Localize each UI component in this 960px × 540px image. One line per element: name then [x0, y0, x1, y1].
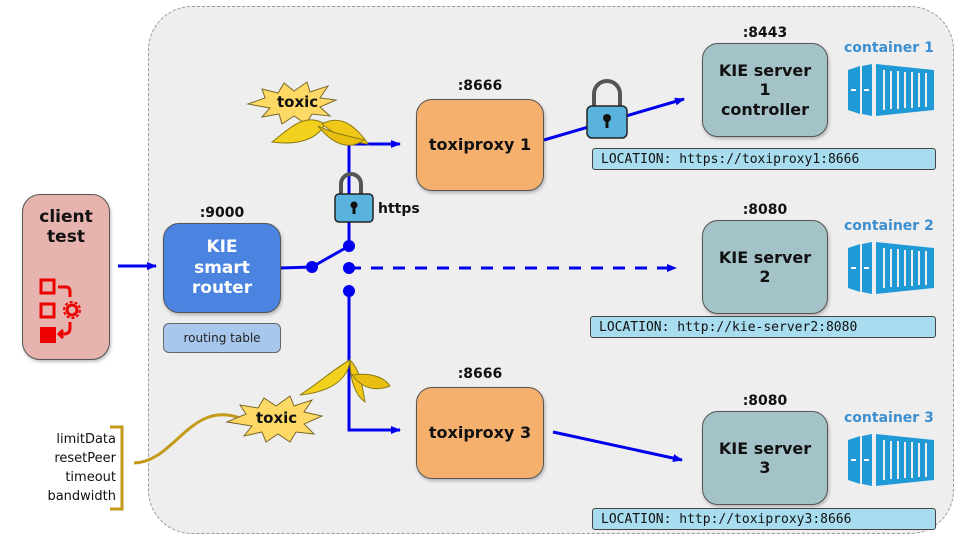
- container-1-label: container 1: [844, 40, 934, 56]
- router-port: :9000: [199, 205, 245, 221]
- toxiproxy-3-port: :8666: [457, 366, 503, 382]
- location-server-3: LOCATION: http://toxiproxy3:8666: [592, 508, 936, 530]
- client-test-node[interactable]: client test: [22, 194, 110, 360]
- path-to-toxiproxy-3: [347, 291, 401, 434]
- router-label-line1: KIE: [206, 237, 238, 258]
- banana-peel-icon-2: [299, 358, 391, 404]
- container-3-label: container 3: [844, 410, 934, 426]
- https-label: https: [378, 201, 420, 217]
- kie-server-3-node[interactable]: KIE server 3: [702, 411, 828, 505]
- router-label-line2: smart: [194, 257, 250, 278]
- kie-server-1-label-line3: controller: [720, 99, 810, 119]
- kie-server-3-label-line2: 3: [759, 458, 771, 477]
- kie-server-1-label-line2: 1: [759, 80, 771, 100]
- kie-server-1-label-line1: KIE server: [718, 61, 812, 81]
- padlock-icon-server1: [586, 79, 628, 139]
- kie-server-1-node[interactable]: KIE server 1 controller: [702, 43, 828, 137]
- kie-server-2-label-line1: KIE server: [718, 247, 812, 267]
- kie-server-2-port: :8080: [742, 202, 788, 218]
- kie-server-3-label-line1: KIE server: [718, 438, 812, 458]
- container-2-label: container 2: [844, 218, 934, 234]
- router-label-line3: router: [191, 278, 253, 299]
- toxiproxy-1-node[interactable]: toxiproxy 1: [416, 99, 544, 191]
- toxiproxy-3-node[interactable]: toxiproxy 3: [416, 387, 544, 479]
- padlock-icon-https: [334, 172, 374, 223]
- toxic-type-item: timeout: [65, 470, 116, 485]
- kie-server-2-label-line2: 2: [759, 267, 771, 286]
- switch-node: [306, 261, 318, 273]
- toxiproxy-1-port: :8666: [457, 78, 503, 94]
- toxics-connector: [133, 413, 241, 465]
- toxic-label-1: toxic: [277, 93, 319, 111]
- client-label-line1: client: [39, 207, 93, 227]
- toxics-bracket: [110, 425, 124, 511]
- toxic-type-item: resetPeer: [54, 451, 116, 466]
- toxiproxy-1-label: toxiproxy 1: [428, 135, 532, 155]
- kie-smart-router-node[interactable]: KIE smart router: [163, 223, 281, 313]
- toxic-burst-2: [225, 395, 324, 443]
- kie-server-1-port: :8443: [742, 25, 788, 41]
- switch-lever: [311, 244, 350, 269]
- location-server-2: LOCATION: http://kie-server2:8080: [590, 316, 936, 338]
- kie-server-3-port: :8080: [742, 393, 788, 409]
- toxic-burst-1: [246, 81, 338, 125]
- banana-peel-icon-1: [270, 119, 370, 146]
- toxic-type-item: limitData: [56, 432, 116, 447]
- client-label-line2: test: [47, 227, 85, 248]
- kie-server-2-node[interactable]: KIE server 2: [702, 220, 828, 314]
- toxic-types-list: limitData resetPeer timeout bandwidth: [10, 430, 116, 506]
- toxic-type-item: bandwidth: [47, 489, 116, 504]
- location-server-1: LOCATION: https://toxiproxy1:8666: [592, 148, 936, 170]
- arrow-toxiproxy-3-to-kie-server-3: [552, 430, 683, 462]
- routing-table-box[interactable]: routing table: [163, 323, 281, 353]
- toxic-label-2: toxic: [256, 409, 298, 427]
- toxiproxy-3-label: toxiproxy 3: [428, 423, 532, 443]
